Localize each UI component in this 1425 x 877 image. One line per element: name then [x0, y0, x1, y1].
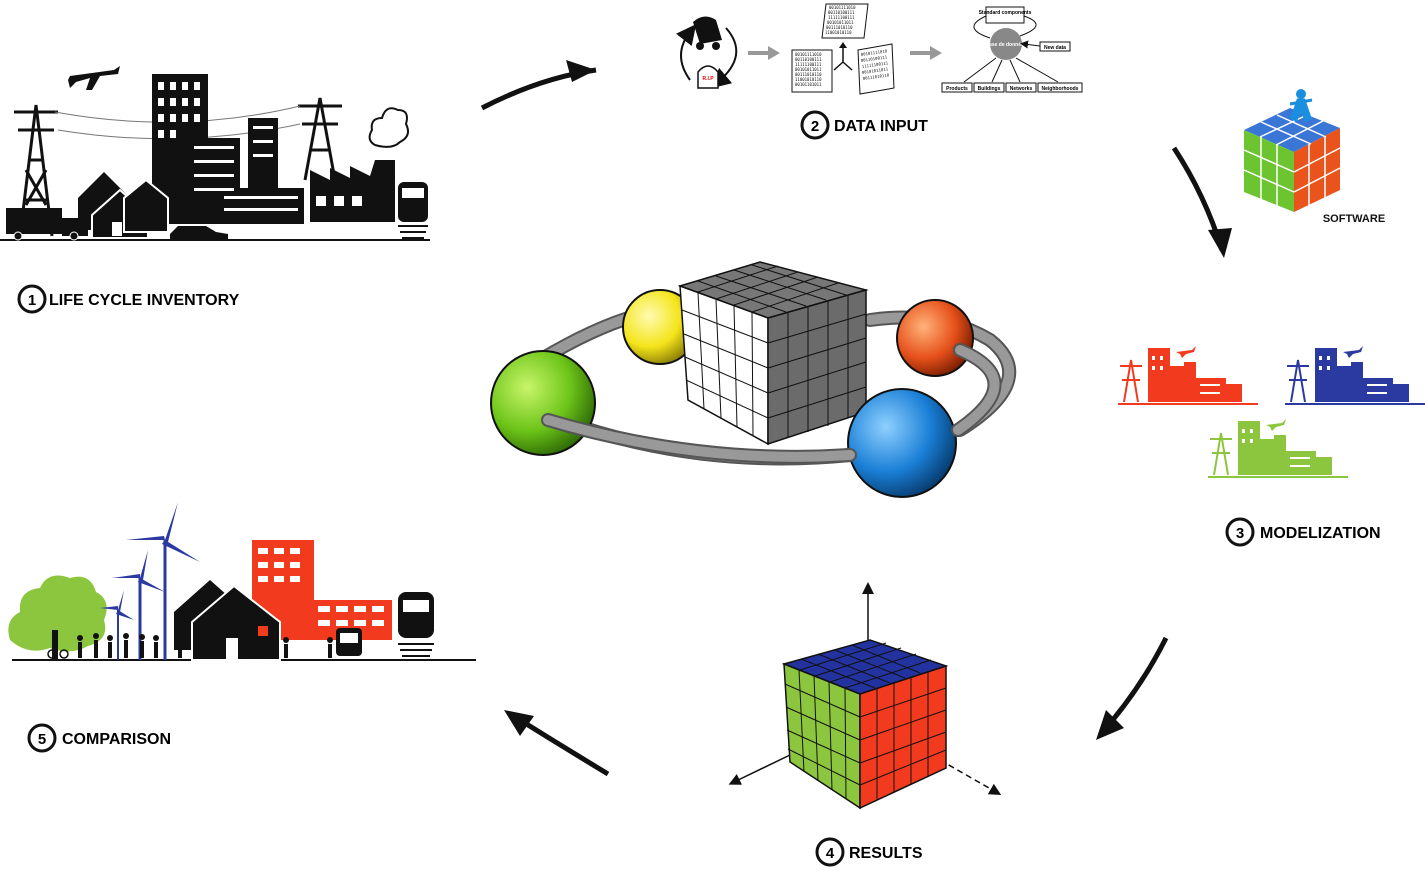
svg-text:11111100111: 11111100111 [861, 60, 889, 69]
pylon-icon [14, 97, 342, 237]
binary-sheet-right [857, 43, 895, 95]
train-icon [398, 592, 434, 657]
software-cube-icon: SOFTWARE [1243, 89, 1385, 225]
step-number-5: 5 [38, 731, 46, 748]
life-cycle-skyline [0, 66, 430, 241]
green-sphere [490, 350, 596, 456]
svg-text:11001010110: 11001010110 [825, 30, 852, 35]
database-label: Base de données [985, 42, 1026, 48]
center-cube-orbit [490, 261, 1017, 498]
step-number-3: 3 [1236, 525, 1244, 542]
step-title-1: LIFE CYCLE INVENTORY [49, 292, 240, 309]
stroller-icon [693, 16, 722, 50]
car-icon [170, 226, 228, 240]
bus-icon [336, 628, 362, 656]
svg-text:00111010110: 00111010110 [795, 72, 822, 77]
standard-components-label: Standard components [979, 10, 1032, 16]
software-label: SOFTWARE [1323, 213, 1385, 225]
step-title-4: RESULTS [849, 845, 923, 862]
svg-text:00101111010: 00101111010 [829, 5, 856, 10]
red-buildings [252, 540, 392, 640]
new-data-label: New data [1044, 45, 1066, 51]
cycle-arrows [480, 60, 1232, 777]
binary-sheet-left [791, 49, 833, 93]
svg-text:00101111010: 00101111010 [795, 52, 822, 57]
train-icon [398, 182, 428, 239]
database-circle [990, 28, 1022, 60]
city-red [1118, 346, 1258, 405]
step-number-1: 1 [28, 292, 36, 309]
data-input-diagram: R.I.P 00101111010 00110100111 1111110011… [675, 3, 1083, 95]
svg-text:00110100111: 00110100111 [860, 54, 888, 63]
pedestrians-icon [77, 633, 333, 658]
svg-text:00101111010: 00101111010 [860, 48, 888, 57]
person-icon [1296, 89, 1306, 99]
svg-text:00101101011: 00101101011 [795, 82, 822, 87]
orange-sphere [896, 299, 974, 377]
step-number-2: 2 [811, 118, 819, 135]
step-label-4: 4 RESULTS [815, 837, 923, 867]
svg-text:00110100111: 00110100111 [795, 57, 822, 62]
rip-text: R.I.P [702, 76, 714, 82]
output-neighborhoods: Neighborhoods [1042, 86, 1079, 92]
svg-text:00111010110: 00111010110 [862, 72, 890, 81]
cloud-icon [368, 107, 409, 148]
city-blue [1285, 346, 1425, 405]
results-cube [728, 582, 1002, 810]
step-title-5: COMPARISON [62, 731, 171, 748]
truck-icon [6, 208, 62, 234]
svg-text:11001010110: 11001010110 [795, 77, 822, 82]
bicycle-icon [47, 649, 267, 659]
svg-text:00110100111: 00110100111 [828, 10, 855, 15]
step-label-2: 2 DATA INPUT [800, 110, 928, 140]
tombstone-icon [697, 65, 719, 89]
city-green [1208, 419, 1348, 478]
svg-text:11111100111: 11111100111 [795, 62, 822, 67]
svg-text:00111010110: 00111010110 [826, 25, 853, 30]
airplane-icon [68, 66, 120, 90]
step-title-2: DATA INPUT [834, 118, 928, 135]
step-number-4: 4 [826, 845, 835, 862]
blue-sphere [847, 388, 957, 498]
step-title-3: MODELIZATION [1260, 525, 1381, 542]
factory-icon [310, 160, 395, 222]
svg-text:00101011011: 00101011011 [827, 20, 854, 25]
binary-lines: 00101111010 00110100111 11111100111 0010… [795, 5, 890, 87]
svg-text:11111100111: 11111100111 [828, 15, 855, 20]
output-products: Products [946, 86, 968, 92]
svg-text:00101011011: 00101011011 [795, 67, 822, 72]
comparison-scene [8, 502, 476, 661]
database-diagram: Standard components Base de données New … [941, 6, 1083, 93]
output-buildings: Buildings [978, 86, 1001, 92]
step-label-1: 1 LIFE CYCLE INVENTORY [17, 284, 240, 314]
step-label-5: 5 COMPARISON [27, 723, 171, 753]
output-networks: Networks [1010, 86, 1033, 92]
tree-icon [8, 575, 107, 660]
svg-text:00101011011: 00101011011 [861, 66, 889, 75]
step-label-3: 3 MODELIZATION [1225, 517, 1381, 547]
binary-sheet-top [821, 3, 869, 39]
